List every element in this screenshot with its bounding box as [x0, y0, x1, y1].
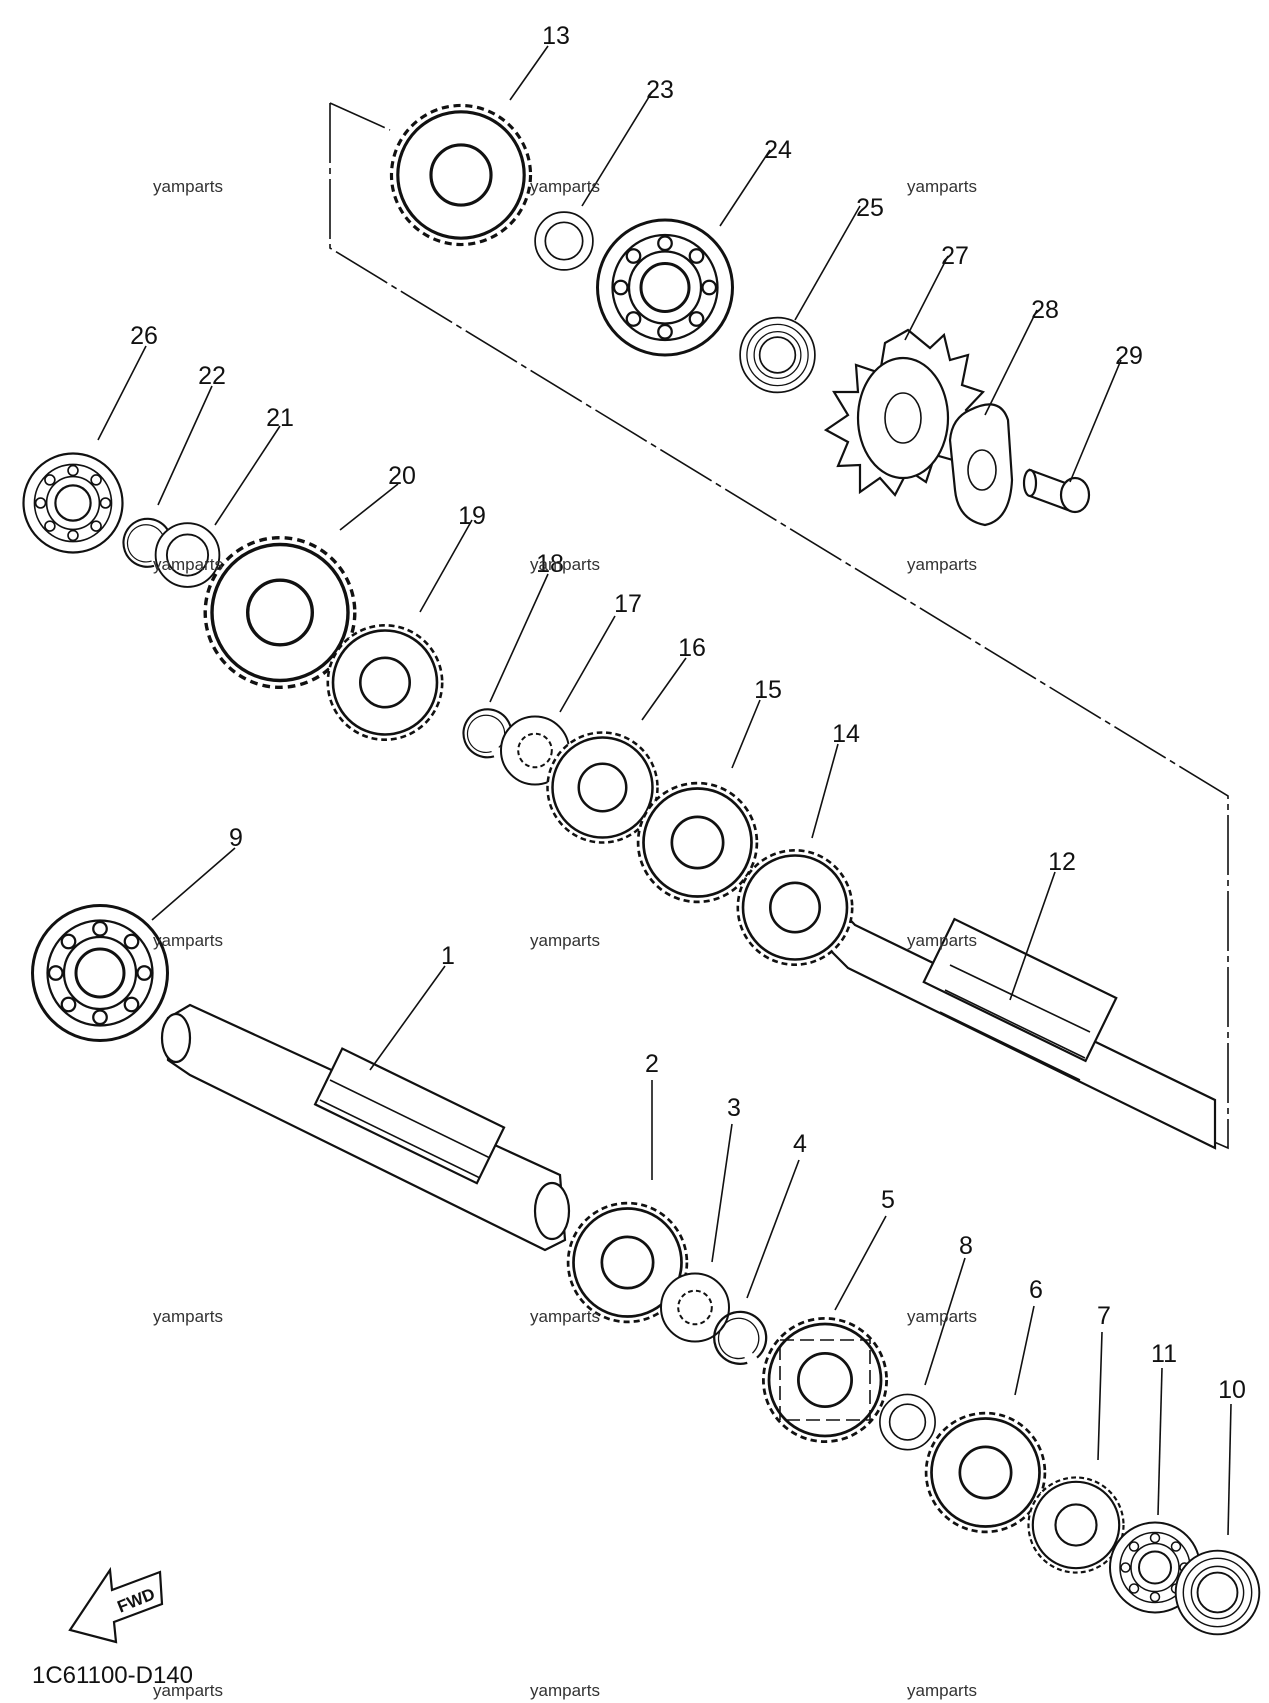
drawing-code: 1C61100-D140 — [32, 1662, 193, 1689]
watermark: yamparts — [907, 555, 977, 574]
watermark: yamparts — [530, 555, 600, 574]
callout-24: 24 — [764, 136, 792, 164]
callout-7: 7 — [1097, 1302, 1111, 1330]
part-25-oil-seal — [738, 316, 817, 394]
fwd-arrow-icon: FWD — [68, 1566, 164, 1644]
part-9-bearing — [30, 903, 170, 1043]
callout-22: 22 — [198, 362, 226, 390]
callout-28: 28 — [1031, 296, 1059, 324]
callout-20: 20 — [388, 462, 416, 490]
watermark: yamparts — [530, 1681, 600, 1700]
watermark: yamparts — [530, 177, 600, 196]
part-24-bearing — [595, 218, 735, 357]
part-7-gear — [1027, 1476, 1125, 1574]
callout-3: 3 — [727, 1094, 741, 1122]
callout-2: 2 — [645, 1050, 659, 1078]
callout-10: 10 — [1218, 1376, 1246, 1404]
part-10-oil-seal — [1174, 1549, 1261, 1636]
part-28-lock-washer — [948, 403, 1014, 527]
callout-29: 29 — [1115, 342, 1143, 370]
drive-axis-group-frame — [329, 102, 1229, 1150]
leader-lines — [97, 45, 1232, 1536]
watermark: yamparts — [907, 177, 977, 196]
callout-1: 1 — [441, 942, 455, 970]
part-26-bearing — [22, 452, 124, 554]
part-6-gear — [924, 1411, 1047, 1534]
part-5-gear — [761, 1316, 889, 1444]
callout-26: 26 — [130, 322, 158, 350]
callout-27: 27 — [941, 242, 969, 270]
watermark: yamparts — [153, 1307, 223, 1326]
callout-14: 14 — [832, 720, 860, 748]
callout-18: 18 — [536, 550, 564, 578]
callout-15: 15 — [754, 676, 782, 704]
part-3-spline-washer — [659, 1272, 731, 1343]
callout-9: 9 — [229, 824, 243, 852]
callout-5: 5 — [881, 1186, 895, 1214]
callout-21: 21 — [266, 404, 294, 432]
part-4-circlip — [712, 1310, 768, 1366]
watermark: yamparts — [153, 177, 223, 196]
part-23-washer — [533, 210, 595, 272]
watermark: yamparts — [907, 1307, 977, 1326]
callout-4: 4 — [793, 1130, 807, 1158]
part-15-gear — [636, 781, 759, 904]
callout-16: 16 — [678, 634, 706, 662]
watermark: yamparts — [153, 1681, 223, 1700]
watermark: yamparts — [907, 1681, 977, 1700]
callout-11: 11 — [1151, 1340, 1177, 1368]
part-29-bolt — [1022, 468, 1091, 514]
callout-19: 19 — [458, 502, 486, 530]
watermark: yamparts — [530, 1307, 600, 1326]
watermark: yamparts — [907, 931, 977, 950]
main-axle-shaft — [160, 1003, 571, 1252]
watermark: yamparts — [153, 555, 223, 574]
callout-13: 13 — [542, 22, 570, 50]
part-19-gear — [326, 623, 444, 742]
callout-8: 8 — [959, 1232, 973, 1260]
part-8-washer — [878, 1393, 937, 1451]
watermark: yamparts — [530, 931, 600, 950]
callout-6: 6 — [1029, 1276, 1043, 1304]
watermark: yamparts — [153, 931, 223, 950]
part-13-gear — [389, 103, 533, 247]
callout-25: 25 — [856, 194, 884, 222]
part-14-gear — [736, 848, 854, 967]
part-27-sprocket — [823, 328, 985, 497]
callout-17: 17 — [614, 590, 642, 618]
drive-axle-shaft — [828, 902, 1217, 1150]
callout-23: 23 — [646, 76, 674, 104]
callout-12: 12 — [1048, 848, 1076, 876]
